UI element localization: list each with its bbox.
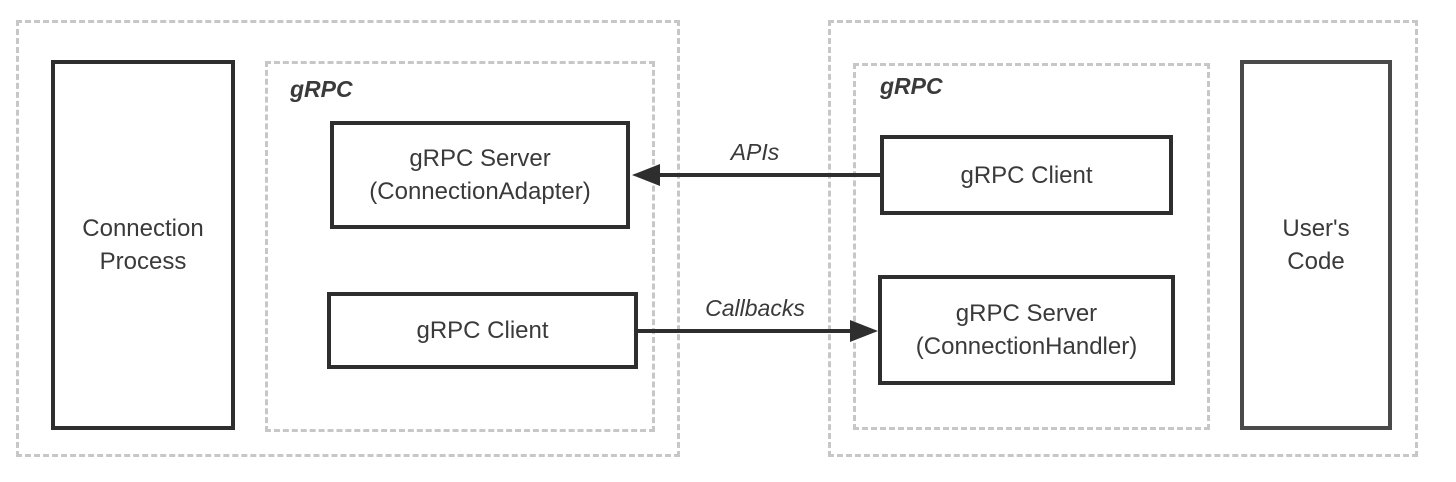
apis-arrow-line	[656, 173, 880, 177]
apis-arrow-label: APIs	[730, 139, 780, 165]
users-code-box: User's Code	[1240, 60, 1392, 430]
callbacks-arrow-label: Callbacks	[705, 295, 805, 321]
left-grpc-client-box: gRPC Client	[327, 292, 638, 369]
left-grpc-group-label: gRPC	[290, 76, 353, 102]
callbacks-arrow-line	[638, 329, 852, 333]
right-grpc-group-label: gRPC	[880, 73, 943, 99]
right-grpc-group	[853, 63, 1210, 430]
grpc-server-connection-adapter-box: gRPC Server (ConnectionAdapter)	[330, 121, 630, 229]
apis-arrowhead-icon	[632, 164, 660, 186]
left-grpc-group	[265, 61, 655, 432]
right-user-group	[828, 20, 1418, 457]
callbacks-arrowhead-icon	[850, 320, 878, 342]
grpc-server-connection-handler-box: gRPC Server (ConnectionHandler)	[878, 275, 1175, 385]
connection-process-box: Connection Process	[51, 60, 235, 430]
right-grpc-client-box: gRPC Client	[880, 135, 1173, 215]
left-process-group	[16, 20, 680, 457]
